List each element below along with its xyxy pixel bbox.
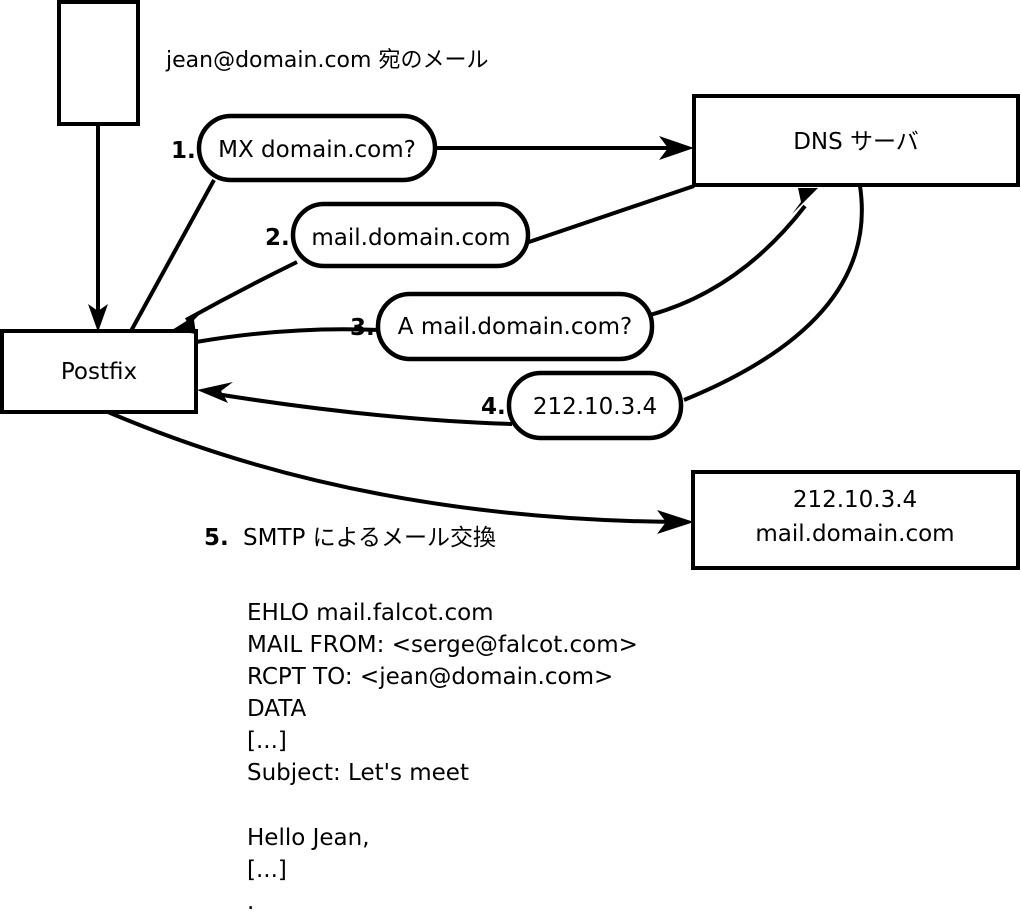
- step-1-number: 1.: [171, 138, 196, 164]
- smtp-transcript: EHLO mail.falcot.com MAIL FROM: <serge@f…: [247, 600, 638, 915]
- step-2-label: mail.domain.com: [311, 225, 510, 251]
- arrowhead-postfix-to-target: [657, 510, 694, 534]
- step-3-number: 3.: [350, 315, 375, 341]
- edge-postfix-to-target: [107, 410, 681, 524]
- step-3-bubble: [375, 291, 655, 362]
- transcript-line: MAIL FROM: <serge@falcot.com>: [247, 632, 638, 658]
- edge-dns-to-bubble4: [683, 185, 864, 402]
- transcript-line: [...]: [247, 857, 287, 883]
- edge-bubble3-to-dns: [649, 204, 807, 317]
- transcript-line: Subject: Let's meet: [247, 760, 469, 786]
- arrowhead-bubble4-to-postfix: [197, 382, 233, 403]
- step-2-number: 2.: [265, 225, 290, 251]
- step-4-bubble: [506, 370, 684, 441]
- transcript-line: DATA: [247, 696, 307, 722]
- arrowhead-bubble2-to-postfix: [172, 310, 204, 334]
- dns-server-label: DNS サーバ: [793, 129, 919, 155]
- step-4-number: 4.: [481, 394, 506, 420]
- edge-postfix-to-bubble3: [195, 327, 381, 344]
- dns-server-box: [692, 94, 1020, 187]
- transcript-line: Hello Jean,: [247, 825, 370, 851]
- step-1-label: MX domain.com?: [218, 137, 416, 163]
- transcript-line: [...]: [247, 728, 287, 754]
- mail-client-box: [57, 0, 140, 126]
- edge-postfix-to-bubble1: [129, 179, 216, 332]
- postfix-box: [0, 329, 198, 414]
- destination-note: jean@domain.com 宛のメール: [165, 48, 488, 73]
- arrowhead-bubble1-to-dns: [659, 136, 694, 160]
- edge-bubble2-to-postfix: [185, 260, 298, 322]
- target-server-ip: 212.10.3.4: [793, 487, 917, 513]
- edge-dns-to-bubble2: [522, 184, 695, 246]
- transcript-line: .: [247, 889, 254, 915]
- step-5-label: SMTP によるメール交換: [243, 525, 496, 551]
- step-2-bubble: [290, 201, 531, 269]
- step-1-bubble: [196, 113, 438, 183]
- step-4-label: 212.10.3.4: [533, 394, 657, 420]
- arrowhead-bubble3-to-dns: [792, 188, 818, 214]
- transcript-line: EHLO mail.falcot.com: [247, 600, 494, 626]
- step-3-label: A mail.domain.com?: [398, 314, 632, 340]
- edge-bubble4-to-postfix: [215, 392, 513, 426]
- transcript-line: RCPT TO: <jean@domain.com>: [247, 664, 613, 690]
- postfix-label: Postfix: [61, 359, 137, 385]
- arrowhead-client-to-postfix: [88, 304, 108, 332]
- step-5-number: 5.: [204, 525, 229, 551]
- target-server-host: mail.domain.com: [755, 521, 954, 547]
- target-server-box: [691, 470, 1020, 570]
